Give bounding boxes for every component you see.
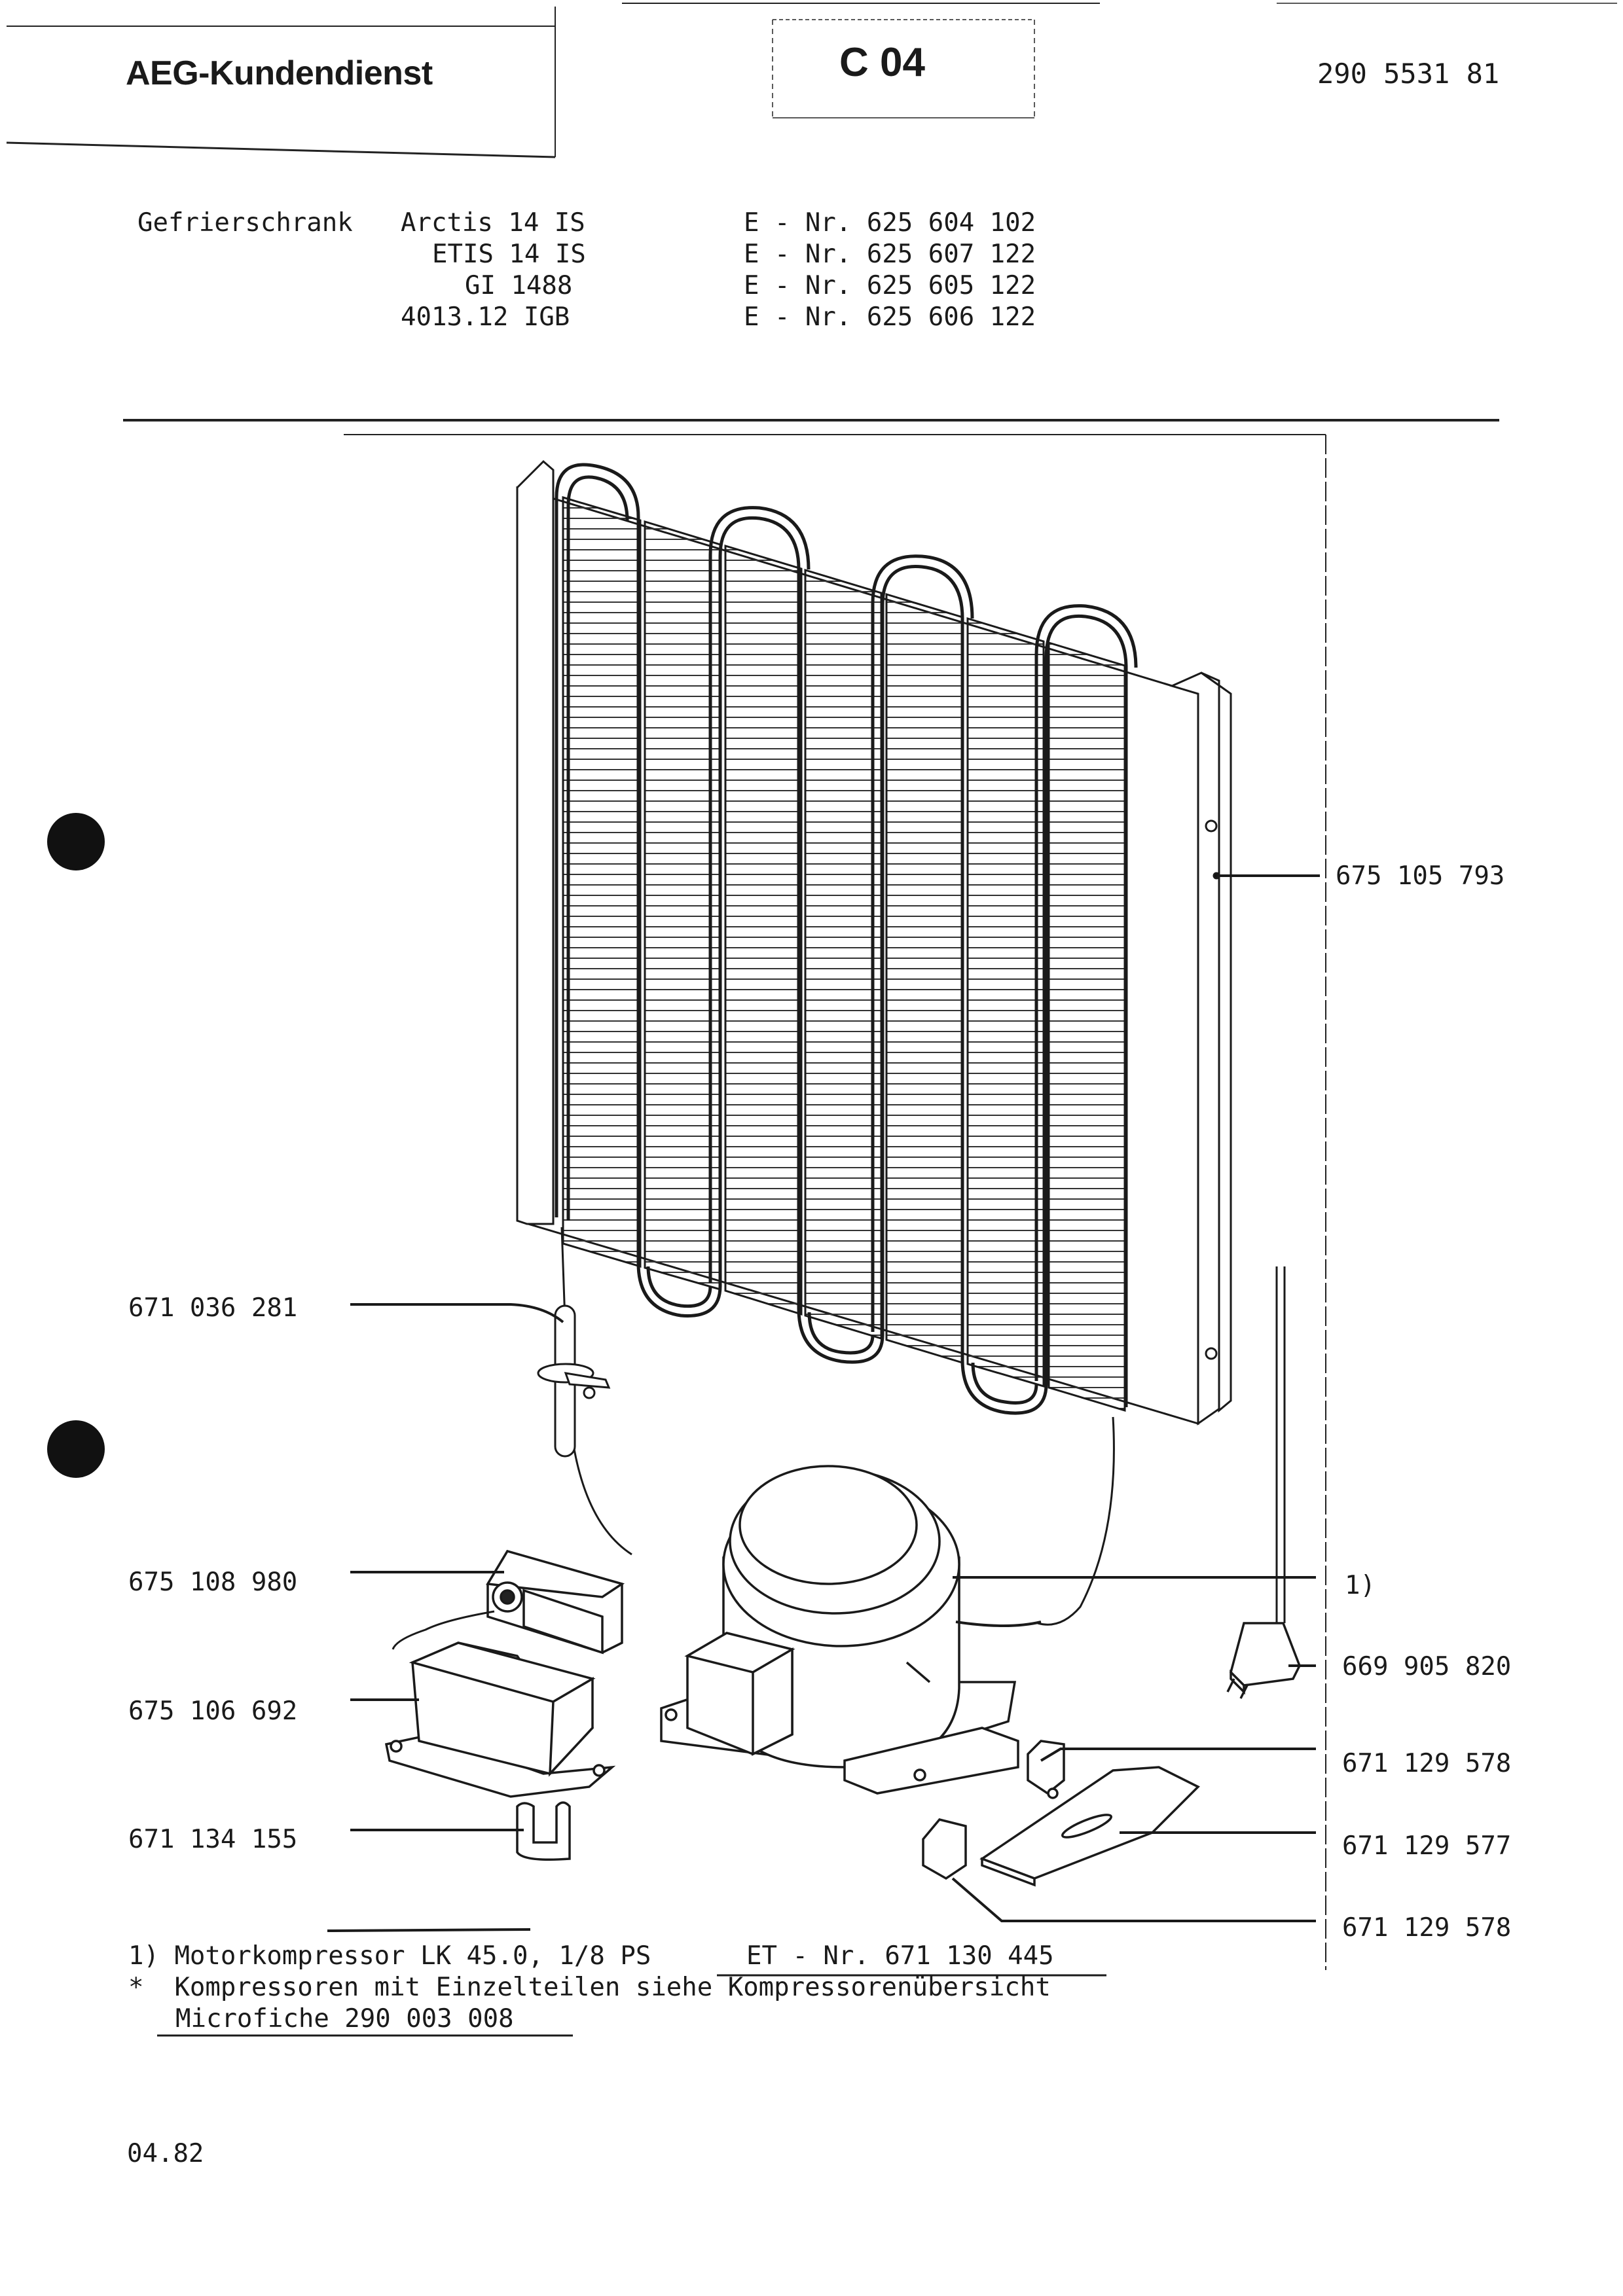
appliance-category: Gefrierschrank	[137, 208, 353, 238]
part-number-mains-plug: 669 905 820	[1342, 1652, 1512, 1681]
part-number-condenser: 675 105 793	[1336, 861, 1505, 891]
punch-hole	[47, 1420, 105, 1478]
part-number-thermostat-sensor: 671 036 281	[128, 1293, 298, 1323]
model-name: Arctis 14 IS	[401, 208, 585, 238]
part-number-grommet-lower: 671 129 578	[1342, 1913, 1512, 1943]
part-number-clip: 671 134 155	[128, 1825, 298, 1854]
punch-hole	[47, 813, 105, 870]
e-number: E - Nr. 625 607 122	[744, 240, 1036, 269]
model-name: GI 1488	[465, 271, 573, 300]
part-number-grommet-upper: 671 129 578	[1342, 1749, 1512, 1778]
model-name: ETIS 14 IS	[432, 240, 586, 269]
part-number-terminal-cover: 675 106 692	[128, 1696, 298, 1726]
e-number: E - Nr. 625 604 102	[744, 208, 1036, 238]
part-number-mounting-rail: 671 129 577	[1342, 1831, 1512, 1861]
issue-date: 04.82	[127, 2139, 204, 2168]
e-number: E - Nr. 625 605 122	[744, 271, 1036, 300]
e-number: E - Nr. 625 606 122	[744, 302, 1036, 332]
footnote-compressor-et-number: ET - Nr. 671 130 445	[746, 1941, 1054, 1971]
footnote-compressor-overview: * Kompressoren mit Einzelteilen siehe Ko…	[128, 1973, 1051, 2002]
footnote-compressor: 1) Motorkompressor LK 45.0, 1/8 PS	[128, 1941, 651, 1971]
footnote-marker-compressor: 1)	[1345, 1571, 1376, 1600]
footnote-microfiche: Microfiche 290 003 008	[175, 2004, 514, 2034]
model-name: 4013.12 IGB	[401, 302, 570, 332]
document-number: 290 5531 81	[1317, 58, 1500, 90]
section-code: C 04	[839, 40, 925, 85]
part-number-relay: 675 108 980	[128, 1568, 298, 1597]
company-name: AEG-Kundendienst	[126, 54, 433, 92]
